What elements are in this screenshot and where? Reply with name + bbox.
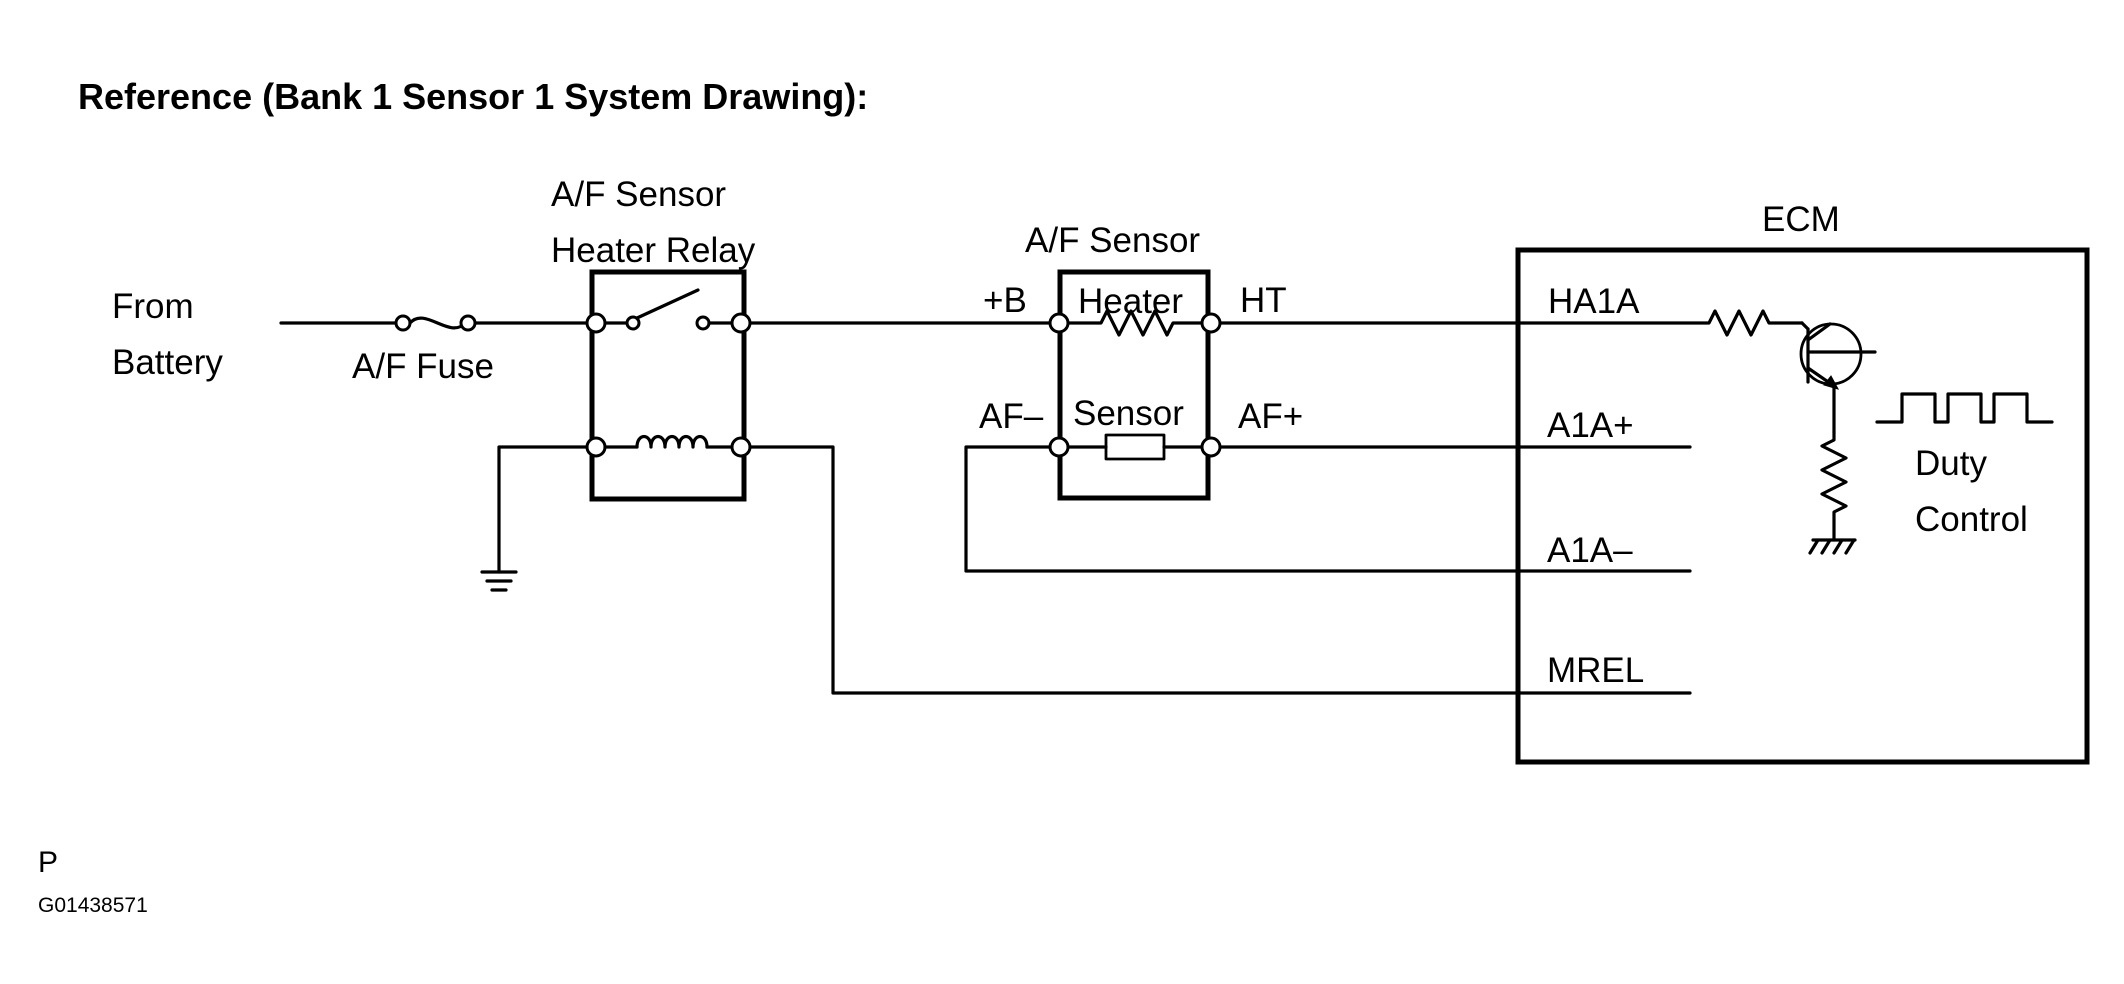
ecm-heater-driver bbox=[1522, 309, 1877, 555]
mrel-label: MREL bbox=[1547, 651, 1644, 690]
a1a-minus-label: A1A– bbox=[1547, 531, 1633, 570]
ha1a-label: HA1A bbox=[1548, 282, 1640, 321]
ecm-label: ECM bbox=[1762, 200, 1840, 239]
a1a-plus-label: A1A+ bbox=[1547, 406, 1634, 445]
ecm bbox=[1515, 247, 2090, 765]
af-minus-label: AF– bbox=[979, 397, 1044, 436]
from-label: From bbox=[112, 287, 194, 326]
relay-ground-wire bbox=[497, 445, 589, 574]
pulse-waveform-icon bbox=[1875, 392, 2054, 424]
duty-label: Duty bbox=[1915, 444, 1987, 483]
fuse-label: A/F Fuse bbox=[352, 347, 494, 386]
ht-label: HT bbox=[1240, 281, 1287, 320]
sensor-element bbox=[1104, 433, 1166, 461]
af-fuse bbox=[394, 314, 477, 332]
mrel-wire bbox=[748, 445, 1692, 695]
control-label: Control bbox=[1915, 500, 2028, 539]
page-title: Reference (Bank 1 Sensor 1 System Drawin… bbox=[78, 76, 868, 117]
heater-relay bbox=[585, 269, 752, 502]
battery-label: Battery bbox=[112, 343, 223, 382]
relay-label-line2: Heater Relay bbox=[551, 231, 756, 270]
transistor-icon bbox=[1799, 322, 1863, 386]
plus-b-label: +B bbox=[983, 281, 1027, 320]
ground-icon bbox=[480, 570, 518, 592]
af-minus-wire bbox=[964, 445, 1692, 573]
footer-code-p: P bbox=[38, 846, 58, 879]
af-sensor: Heater Sensor bbox=[1048, 269, 1222, 501]
af-plus-label: AF+ bbox=[1238, 397, 1303, 436]
sensor-label: Sensor bbox=[1073, 394, 1184, 433]
footer-code-g: G01438571 bbox=[38, 894, 148, 917]
relay-label-line1: A/F Sensor bbox=[551, 175, 726, 214]
sensor-title: A/F Sensor bbox=[1025, 221, 1200, 260]
